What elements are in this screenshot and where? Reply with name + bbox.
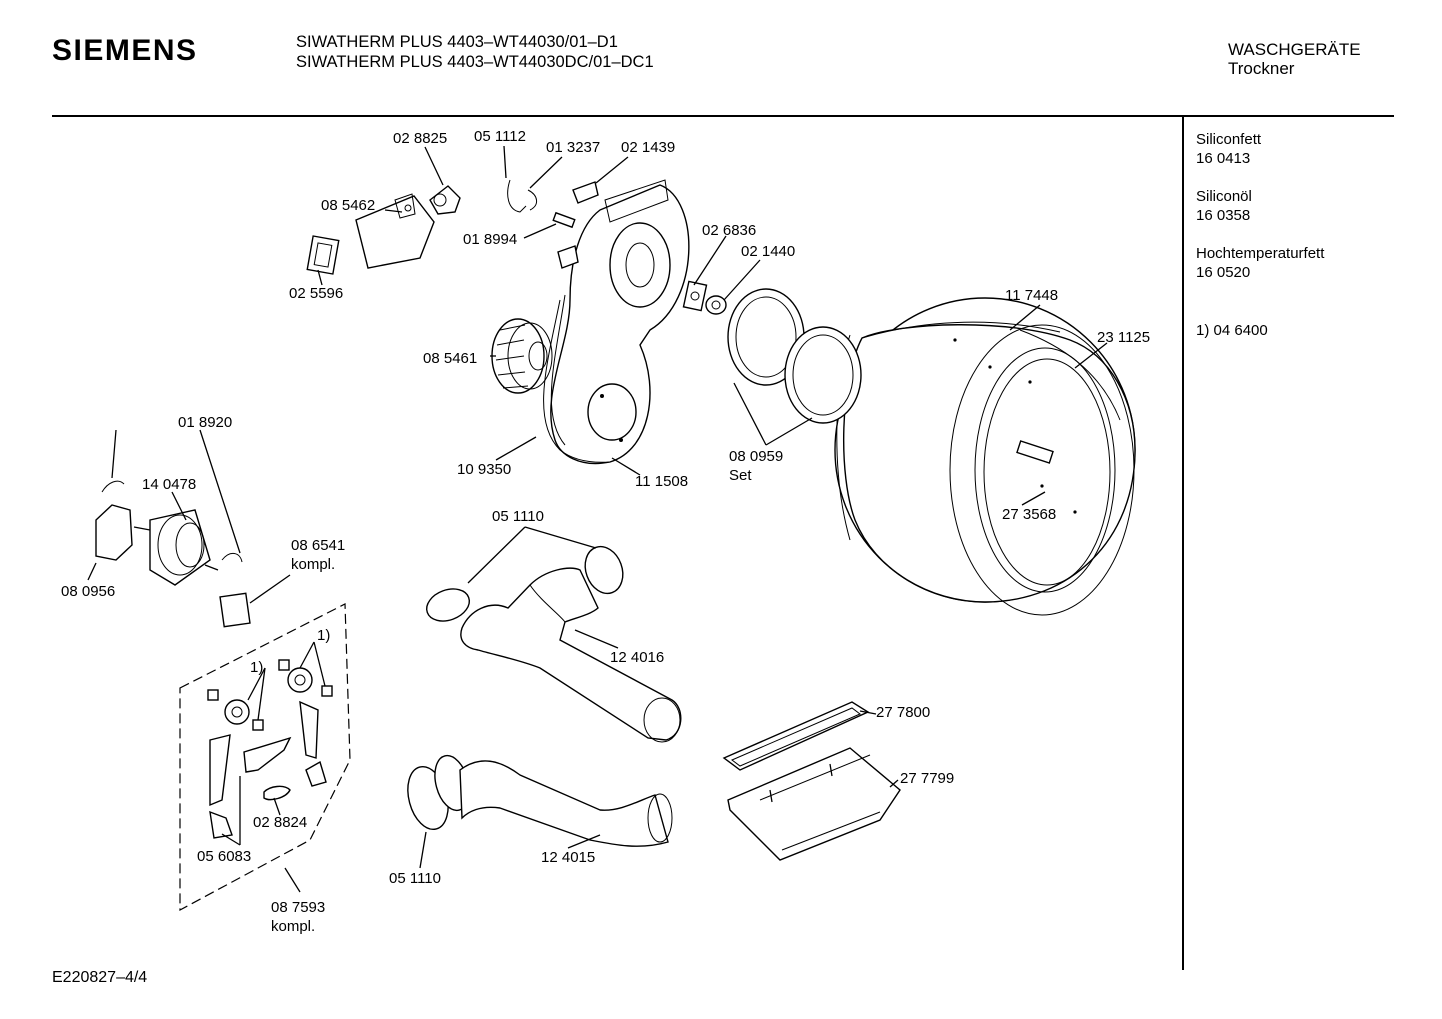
model-line-1: SIWATHERM PLUS 4403–WT44030/01–D1: [296, 33, 618, 51]
part-label: 27 7799: [900, 770, 954, 787]
lubricant-number: 16 0358: [1196, 207, 1251, 224]
part-label: 12 4016: [610, 649, 664, 666]
part-label: 01 8994: [463, 231, 517, 248]
exploded-parts-diagram: 02 8825 05 1112 01 3237 02 1439 08 5462 …: [61, 128, 1150, 935]
sidebar-divider: [1182, 117, 1184, 970]
lubricant-number: 16 0413: [1196, 150, 1251, 167]
fan-wheel-drawing: [491, 318, 553, 394]
part-label: 27 7800: [876, 704, 930, 721]
footnote-reference: 1) 04 6400: [1196, 322, 1268, 339]
part-label: 11 7448: [1005, 287, 1058, 304]
part-label: 02 5596: [289, 285, 343, 302]
seal-rings-drawing: [727, 288, 862, 424]
fan-housing-drawing: [543, 179, 690, 465]
part-label: 14 0478: [142, 476, 196, 493]
air-duct-upper-drawing: [425, 545, 682, 743]
lubricant-name: Siliconfett: [1196, 131, 1262, 148]
control-kit-drawing: [179, 603, 351, 912]
header-divider: [52, 115, 1394, 117]
footnote-marker: 1): [317, 627, 330, 644]
lubricant-number: 16 0520: [1196, 264, 1251, 281]
small-parts-top-drawing: [306, 179, 727, 315]
part-labels: 02 8825 05 1112 01 3237 02 1439 08 5462 …: [61, 128, 1150, 935]
part-label: 01 8920: [178, 414, 232, 431]
motor-drawing: [95, 480, 251, 628]
footnote-marker: 1): [250, 659, 263, 676]
leader-lines: [87, 145, 1108, 893]
part-label: 27 3568: [1002, 506, 1056, 523]
part-label: 08 5462: [321, 197, 375, 214]
part-label: 08 5461: [423, 350, 477, 367]
part-label: 05 1110: [492, 508, 544, 525]
brand-logo: SIEMENS: [52, 34, 198, 67]
drum-drawing: [834, 297, 1136, 616]
part-label: 02 1440: [741, 243, 795, 260]
part-label: kompl.: [271, 918, 315, 935]
part-label: Set: [729, 467, 752, 484]
part-label: 05 6083: [197, 848, 251, 865]
part-label: 10 9350: [457, 461, 511, 478]
part-label: 11 1508: [635, 473, 688, 490]
part-label: 05 1110: [389, 870, 441, 887]
part-label: 02 8824: [253, 814, 307, 831]
part-label: kompl.: [291, 556, 335, 573]
model-line-2: SIWATHERM PLUS 4403–WT44030DC/01–DC1: [296, 53, 654, 71]
category-title: WASCHGERÄTE: [1228, 40, 1361, 59]
part-label: 08 0956: [61, 583, 115, 600]
part-label: 08 0959: [729, 448, 783, 465]
part-label: 23 1125: [1097, 329, 1150, 346]
part-label: 02 1439: [621, 139, 675, 156]
part-label: 01 3237: [546, 139, 600, 156]
filter-drawing: [722, 701, 901, 861]
part-label: 08 6541: [291, 537, 345, 554]
lubricant-name: Siliconöl: [1196, 188, 1252, 205]
subcategory-title: Trockner: [1228, 59, 1295, 78]
part-label: 02 6836: [702, 222, 756, 239]
part-label: 02 8825: [393, 130, 447, 147]
part-label: 08 7593: [271, 899, 325, 916]
part-label: 05 1112: [474, 128, 526, 145]
part-label: 12 4015: [541, 849, 595, 866]
document-id: E220827–4/4: [52, 969, 148, 986]
air-duct-lower-drawing: [407, 754, 673, 847]
lubricant-name: Hochtemperaturfett: [1196, 245, 1325, 262]
